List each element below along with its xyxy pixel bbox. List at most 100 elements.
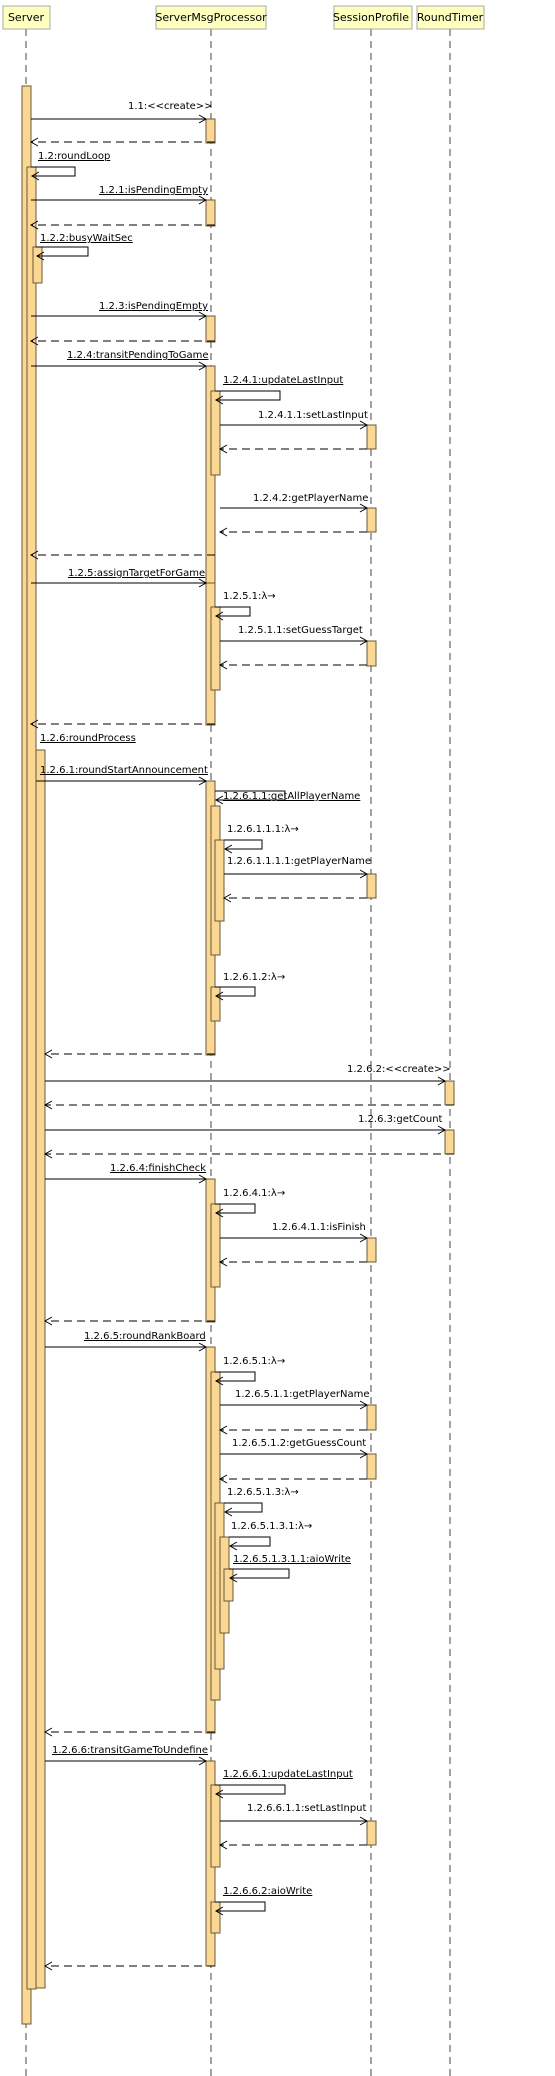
self-call-arrow-m28	[224, 1502, 263, 1513]
activation-bar-session	[366, 873, 377, 899]
arrowhead-icon	[43, 1049, 53, 1059]
arrowhead-icon	[198, 1174, 208, 1184]
message-label-m26: 1.2.6.5.1.1:getPlayerName	[235, 1389, 369, 1400]
arrowhead-icon	[218, 444, 228, 454]
activation-bar-proc	[214, 839, 225, 922]
arrowhead-icon	[214, 1789, 224, 1799]
arrowhead-icon	[214, 611, 224, 621]
message-label-m20: 1.2.6.3:getCount	[358, 1114, 443, 1125]
participant-box-proc[interactable]	[155, 5, 267, 30]
message-label-m15: 1.2.6.1.1:getAllPlayerName	[223, 791, 360, 802]
activation-bar-proc	[210, 1784, 221, 1868]
arrowhead-icon	[198, 311, 208, 321]
participant-box-session[interactable]	[333, 5, 413, 30]
message-label-m21: 1.2.6.4:finishCheck	[110, 1163, 206, 1174]
arrowhead-icon	[223, 1507, 233, 1517]
message-label-m19: 1.2.6.2:<<create>>	[347, 1064, 451, 1075]
arrowhead-icon	[29, 550, 39, 560]
self-call-arrow-m34	[215, 1901, 266, 1912]
message-label-m7: 1.2.4.1:updateLastInput	[223, 375, 343, 386]
message-label-m22: 1.2.6.4.1:λ→	[223, 1188, 285, 1199]
arrowhead-icon	[214, 395, 224, 405]
arrowhead-icon	[29, 220, 39, 230]
message-label-m10: 1.2.5:assignTargetForGame	[68, 568, 205, 579]
self-call-arrow-m29	[229, 1536, 271, 1547]
arrowhead-icon	[214, 1208, 224, 1218]
activation-bar-session	[366, 1237, 377, 1263]
arrowhead-icon	[214, 1906, 224, 1916]
message-label-m14: 1.2.6.1:roundStartAnnouncement	[40, 765, 208, 776]
message-label-m17: 1.2.6.1.1.1.1:getPlayerName	[227, 856, 371, 867]
self-call-arrow-m16	[224, 839, 263, 850]
arrowhead-icon	[359, 1233, 369, 1243]
activation-bar-timer	[444, 1129, 455, 1155]
arrowhead-icon	[198, 361, 208, 371]
arrowhead-icon	[198, 1756, 208, 1766]
message-label-m25: 1.2.6.5.1:λ→	[223, 1356, 285, 1367]
arrowhead-icon	[223, 844, 233, 854]
arrowhead-icon	[228, 1541, 238, 1551]
message-label-m23: 1.2.6.4.1.1:isFinish	[272, 1222, 366, 1233]
arrowhead-icon	[218, 1840, 228, 1850]
arrowhead-icon	[29, 137, 39, 147]
arrowhead-icon	[228, 1573, 238, 1583]
activation-bar-timer	[444, 1080, 455, 1106]
message-label-m31: 1.2.6.6:transitGameToUndefine	[52, 1745, 208, 1756]
message-label-m5: 1.2.3:isPendingEmpty	[99, 301, 208, 312]
self-call-arrow-m4	[36, 246, 89, 257]
activation-bar-proc	[210, 606, 221, 691]
participant-name-session: SessionProfile	[333, 11, 409, 24]
arrowhead-icon	[359, 1449, 369, 1459]
activation-bar-proc	[210, 986, 221, 1022]
arrowhead-icon	[359, 503, 369, 513]
message-label-m8: 1.2.4.1.1:setLastInput	[258, 410, 368, 421]
participant-name-timer: RoundTimer	[417, 11, 484, 24]
arrowhead-icon	[359, 1400, 369, 1410]
activation-bar-proc	[223, 1568, 234, 1602]
arrowhead-icon	[35, 251, 45, 261]
self-call-arrow-m15	[215, 790, 286, 801]
arrowhead-icon	[43, 1149, 53, 1159]
arrowhead-icon	[198, 578, 208, 588]
activation-bar-proc	[210, 1203, 221, 1288]
self-call-arrow-m30	[229, 1568, 290, 1579]
arrowhead-icon	[198, 195, 208, 205]
participant-name-server: Server	[8, 11, 45, 24]
arrowhead-icon	[218, 1257, 228, 1267]
participant-box-timer[interactable]	[416, 5, 485, 30]
message-label-m28: 1.2.6.5.1.3:λ→	[227, 1487, 299, 1498]
activation-bar-proc	[210, 1901, 221, 1934]
participant-name-proc: ServerMsgProcessor	[155, 11, 267, 24]
arrowhead-icon	[43, 1727, 53, 1737]
arrowhead-icon	[218, 660, 228, 670]
activation-bar-session	[366, 640, 377, 667]
message-label-m12: 1.2.5.1.1:setGuessTarget	[238, 625, 363, 636]
arrowhead-icon	[437, 1076, 447, 1086]
message-label-m18: 1.2.6.1.2:λ→	[223, 972, 285, 983]
message-label-m11: 1.2.5.1:λ→	[223, 591, 276, 602]
arrowhead-icon	[29, 336, 39, 346]
arrowhead-icon	[359, 636, 369, 646]
message-label-m2: 1.2:roundLoop	[38, 151, 110, 162]
activation-bar-proc	[205, 118, 216, 144]
activation-bar-session	[366, 1404, 377, 1431]
activation-bar-server	[35, 749, 46, 1989]
arrowhead-icon	[198, 1342, 208, 1352]
arrowhead-icon	[222, 893, 232, 903]
message-label-m32: 1.2.6.6.1:updateLastInput	[223, 1769, 353, 1780]
arrowhead-icon	[218, 1474, 228, 1484]
message-label-m3: 1.2.1:isPendingEmpty	[99, 185, 208, 196]
message-label-m9: 1.2.4.2:getPlayerName	[253, 493, 368, 504]
arrowhead-icon	[29, 719, 39, 729]
activation-bar-proc	[205, 199, 216, 227]
activation-bar-server	[32, 246, 43, 284]
self-call-arrow-m22	[215, 1203, 256, 1214]
self-call-arrow-m7	[215, 390, 281, 401]
arrowhead-icon	[43, 1100, 53, 1110]
self-call-arrow-m18	[215, 986, 256, 997]
message-label-m30: 1.2.6.5.1.3.1.1:aioWrite	[233, 1554, 351, 1565]
arrowhead-icon	[30, 171, 40, 181]
arrowhead-icon	[214, 1376, 224, 1386]
activation-bar-session	[366, 1820, 377, 1846]
participant-box-server[interactable]	[2, 5, 51, 30]
